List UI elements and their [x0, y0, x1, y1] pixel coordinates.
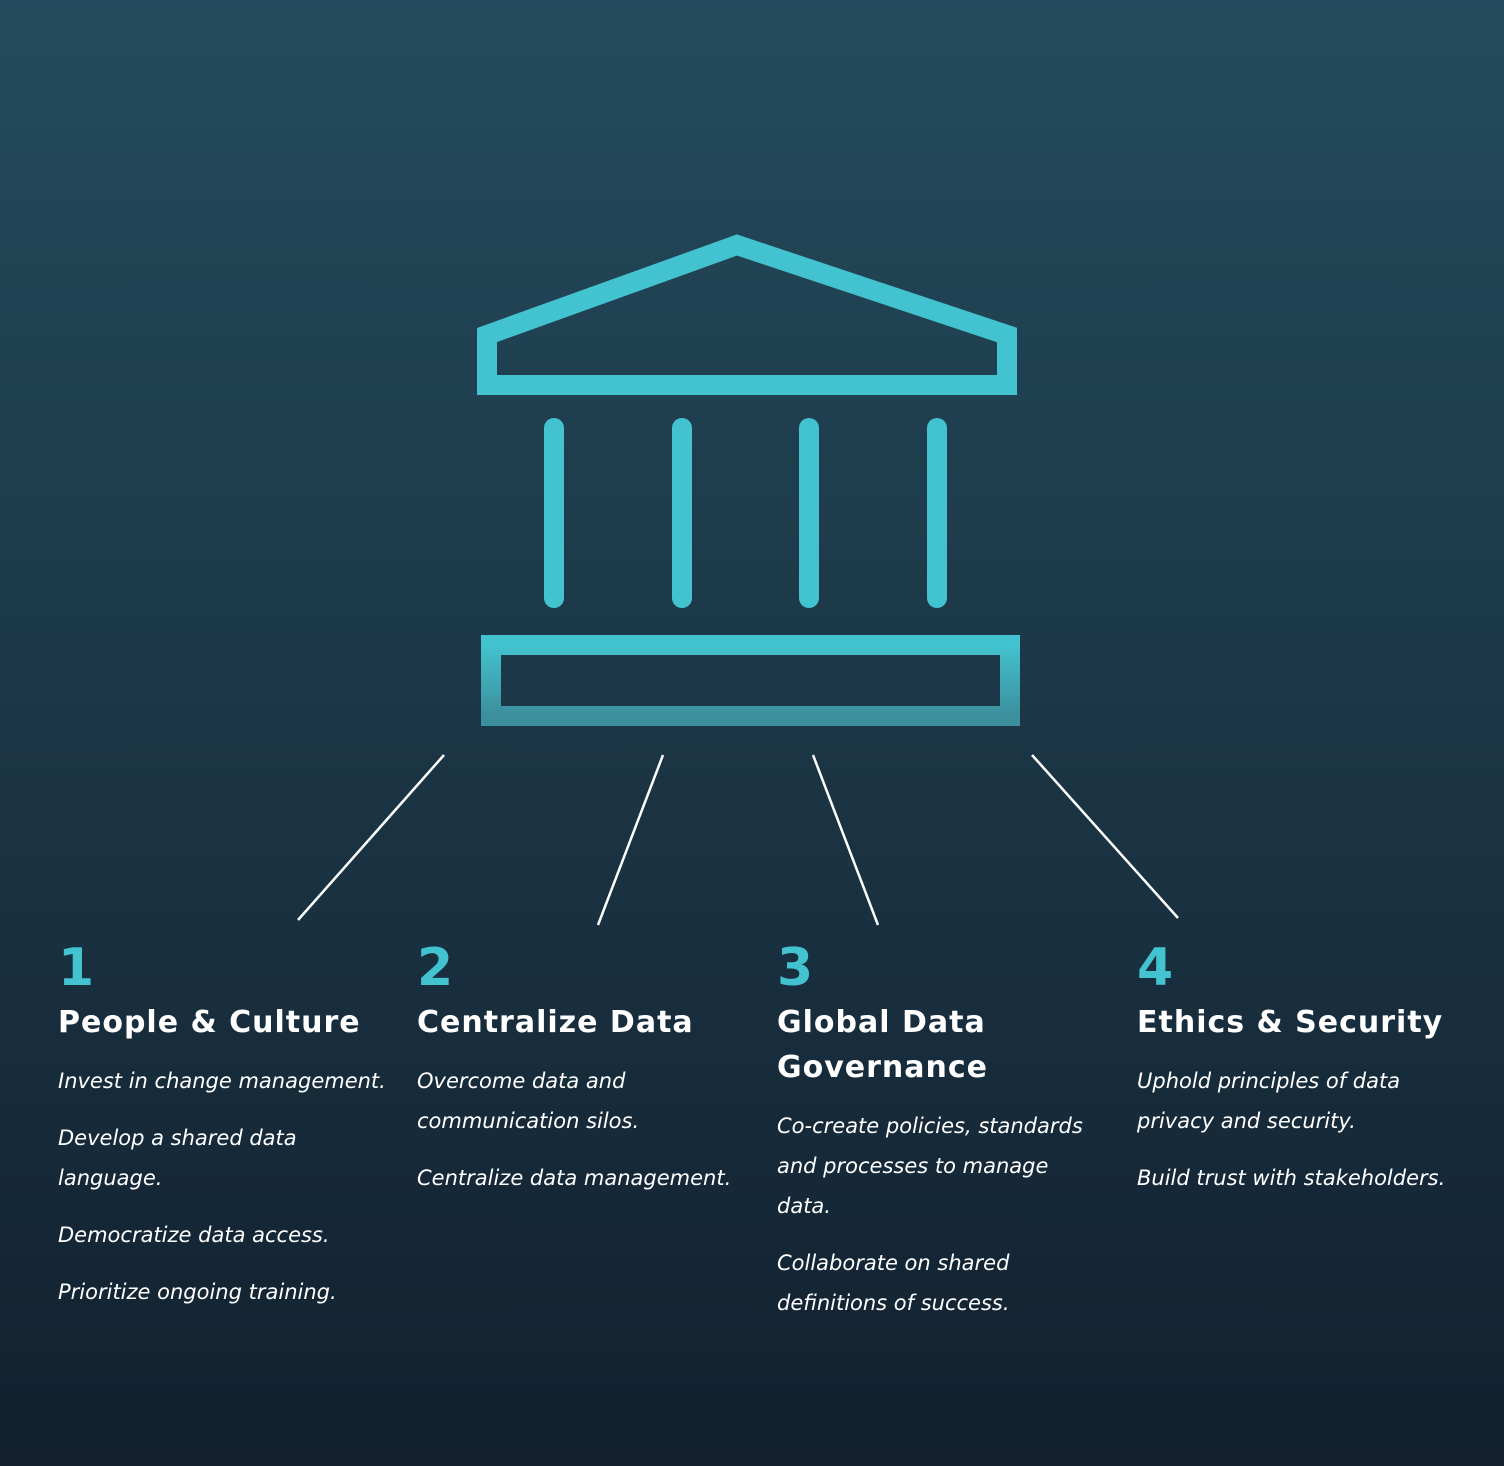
connector-line-2 [596, 754, 665, 926]
temple-roof [477, 234, 1017, 395]
pillar-ethics-security: 4 Ethics & Security Uphold principles of… [1137, 940, 1477, 1215]
pillar-item-list: Uphold principles of data privacy and se… [1137, 1061, 1477, 1198]
pillar-title: Global Data Governance [777, 1005, 989, 1085]
pillar-item-list: Overcome data and communication silos. C… [417, 1061, 747, 1198]
pillar-number: 1 [58, 938, 95, 998]
pillar-centralize-data: 2 Centralize Data Overcome data and comm… [417, 940, 747, 1215]
pillar-item: Invest in change management. [58, 1069, 386, 1093]
temple-icon [477, 234, 1020, 726]
pillar-item: Centralize data management. [417, 1166, 732, 1190]
pillar-number: 4 [1137, 938, 1174, 998]
pillar-item: Prioritize ongoing training. [58, 1280, 337, 1304]
pillar-title: People & Culture [58, 1005, 361, 1040]
pillar-title: Ethics & Security [1137, 1005, 1444, 1040]
pillar-item: Collaborate on shared definitions of suc… [777, 1251, 1010, 1315]
connector-lines [297, 754, 1179, 926]
pillar-item: Uphold principles of data privacy and se… [1137, 1069, 1401, 1133]
pillar-item: Develop a shared data language. [58, 1126, 297, 1190]
pillar-number: 2 [417, 938, 454, 998]
connector-line-4 [1031, 754, 1179, 919]
temple-base [481, 635, 1020, 726]
pillar-item-list: Co-create policies, standards and proces… [777, 1106, 1107, 1323]
pillar-item-list: Invest in change management. Develop a s… [58, 1061, 388, 1312]
pillar-people-culture: 1 People & Culture Invest in change mana… [58, 940, 388, 1329]
connector-line-3 [811, 754, 880, 926]
pillar-number: 3 [777, 938, 814, 998]
pillar-global-data-governance: 3 Global Data Governance Co-create polic… [777, 940, 1107, 1340]
pillar-item: Democratize data access. [58, 1223, 330, 1247]
connector-line-1 [297, 754, 445, 921]
pillar-item: Overcome data and communication silos. [417, 1069, 640, 1133]
pillar-item: Build trust with stakeholders. [1137, 1166, 1446, 1190]
pillar-title: Centralize Data [417, 1005, 694, 1040]
pillar-item: Co-create policies, standards and proces… [777, 1114, 1083, 1218]
